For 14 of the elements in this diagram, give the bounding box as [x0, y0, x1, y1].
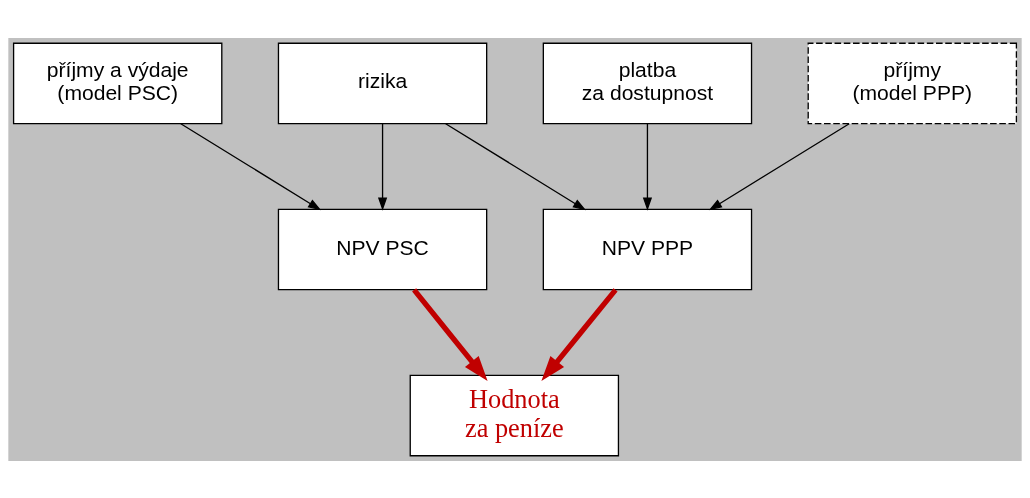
arrow — [708, 122, 850, 210]
arrow — [377, 122, 388, 211]
node-box: platba za dostupnost — [542, 42, 753, 124]
node-box: Hodnota za peníze — [409, 374, 620, 456]
arrow — [180, 122, 322, 210]
node-box: příjmy (model PPP) — [807, 42, 1018, 124]
arrow — [412, 287, 488, 381]
arrow — [445, 122, 587, 210]
arrow — [642, 122, 653, 211]
arrow — [541, 287, 618, 381]
node-box: rizika — [277, 42, 488, 124]
node-box: NPV PPP — [542, 208, 753, 290]
node-box: příjmy a výdaje (model PSC) — [12, 42, 223, 124]
node-box: NPV PSC — [277, 208, 488, 290]
